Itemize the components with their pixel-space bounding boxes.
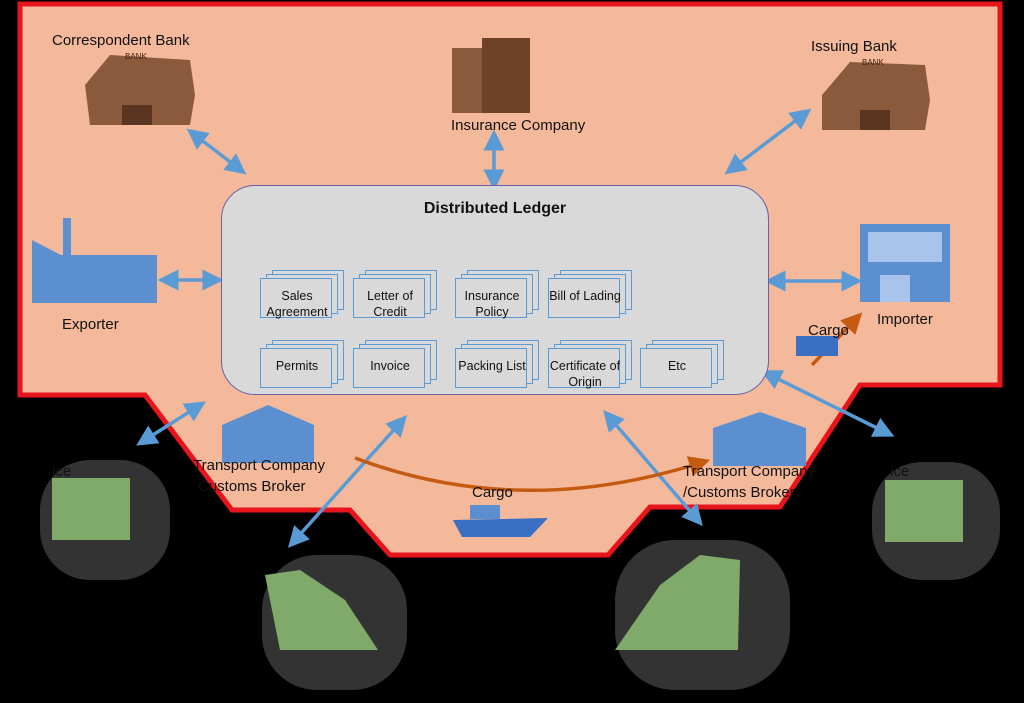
ledger-document: Invoice	[353, 340, 437, 388]
ledger-document: Packing List	[455, 340, 539, 388]
cargo-truck-icon	[796, 336, 838, 356]
cargo-ship-label: Cargo	[472, 484, 513, 501]
arrow-correspondent-bank	[186, 128, 247, 175]
arrow-hidden-left	[136, 401, 206, 446]
issuing-bank-label: Issuing Bank	[811, 38, 897, 55]
ledger-title: Distributed Ledger	[423, 200, 567, 217]
bank-sign-right: BANK	[862, 58, 884, 67]
arrow-issuing-bank	[724, 108, 812, 175]
document-label: Invoice	[370, 359, 410, 373]
document-label: Etc	[667, 359, 687, 373]
document-label: Bill of Lading	[549, 289, 621, 303]
correspondent-bank-label: Correspondent Bank	[52, 32, 190, 49]
document-label: Insurance Policy	[464, 289, 520, 319]
ledger-document: Letter of Credit	[353, 270, 437, 319]
ledger-document: Sales Agreement	[260, 270, 344, 319]
importer-label: Importer	[877, 311, 933, 328]
hidden-right-label: ice	[890, 463, 910, 480]
importer-building-icon	[860, 224, 950, 302]
document-label: Letter of Credit	[367, 289, 413, 319]
ledger-document: Etc	[640, 340, 724, 388]
hidden-office-right-icon	[885, 480, 963, 542]
hidden-entities	[40, 460, 1000, 690]
ledger-document: Insurance Policy	[455, 270, 539, 319]
hidden-office-left-icon	[52, 478, 130, 540]
insurance-company-label: Insurance Company	[451, 117, 586, 134]
ledger-document: Certificate of Origin	[548, 340, 632, 389]
cargo-ship-icon	[453, 505, 548, 537]
document-label: Permits	[275, 359, 319, 373]
transport-left-label-1: Transport Company	[193, 457, 325, 474]
transport-left-building-icon	[222, 405, 314, 463]
hidden-left-label: ice	[52, 463, 72, 480]
cargo-flow-arrow	[354, 456, 711, 493]
issuing-bank-icon	[822, 62, 930, 130]
document-label: Packing List	[458, 359, 526, 373]
transport-right-label-1: Transport Company	[683, 463, 815, 480]
transport-right-label-2: /Customs Broker	[683, 484, 795, 501]
ledger-document: Bill of Lading	[548, 270, 632, 318]
document-label: Certificate of Origin	[549, 359, 621, 389]
transport-right-building-icon	[713, 412, 806, 466]
transport-left-label-2: Customs Broker	[198, 478, 306, 495]
exporter-factory-icon	[32, 218, 157, 303]
cargo-truck-label: Cargo	[808, 322, 849, 339]
arrow-port-right	[603, 410, 703, 526]
hidden-port-left-icon	[265, 570, 378, 650]
document-label: Sales Agreement	[266, 289, 328, 319]
ledger-document: Permits	[260, 340, 344, 388]
insurance-company-icon	[452, 38, 530, 113]
bank-sign-left: BANK	[125, 52, 147, 61]
arrow-hidden-right	[760, 370, 895, 437]
hidden-port-right-icon	[615, 555, 740, 650]
correspondent-bank-icon	[85, 55, 195, 125]
exporter-label: Exporter	[62, 316, 119, 333]
arrow-port-left	[287, 415, 408, 548]
